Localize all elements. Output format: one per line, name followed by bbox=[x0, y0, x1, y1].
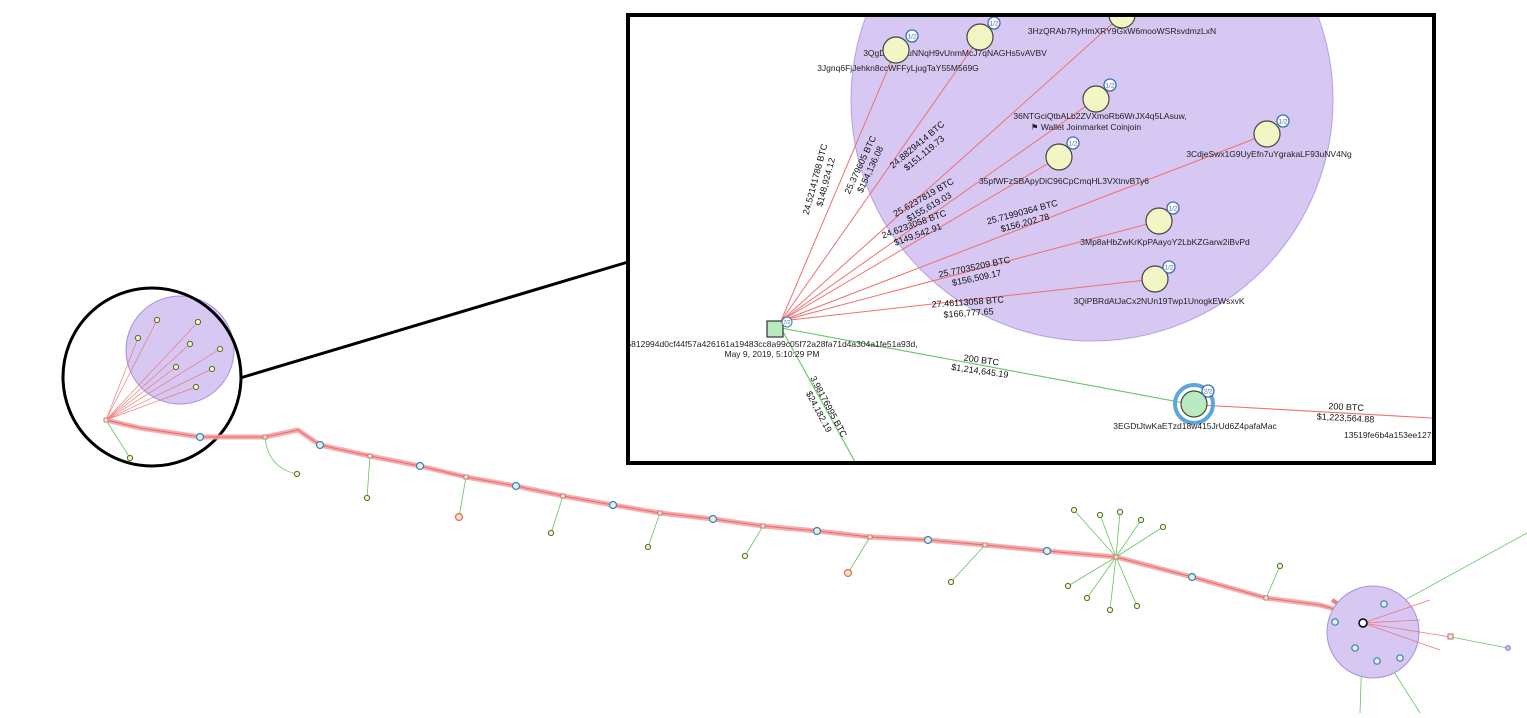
cluster-right-edges bbox=[1362, 599, 1452, 651]
svg-text:3EGDtJtwKaETzd18w415JrUd6Z4paf: 3EGDtJtwKaETzd18w415JrUd6Z4pafaMac bbox=[1113, 421, 1277, 431]
svg-text:1/2: 1/2 bbox=[1105, 83, 1114, 90]
flagged-nodes[interactable] bbox=[454, 512, 853, 578]
svg-text:7/2: 7/2 bbox=[784, 320, 791, 326]
svg-text:1/2: 1/2 bbox=[1168, 206, 1177, 213]
magnifier-circle bbox=[61, 286, 243, 468]
svg-text:2/2: 2/2 bbox=[1203, 389, 1212, 396]
transaction-hash: 5812994d0cf44f57a426161a19483cc8a99c05f7… bbox=[630, 339, 918, 349]
zoom-connector-line bbox=[239, 260, 629, 380]
svg-text:3QiPBRdAtJaCx2NUn19Twp1UnogkEW: 3QiPBRdAtJaCx2NUn19Twp1UnogkEWsxvK bbox=[1073, 296, 1244, 306]
output-node-0[interactable]: 2/2 3EGDtJtwKaETzd18w415JrUd6Z4pafaMac bbox=[1113, 383, 1277, 431]
count-badge bbox=[1162, 260, 1176, 274]
input-node-4[interactable]: 1/2 35pfWFzSBApyDiC96CpCmqHL3VXtnvBTy6 bbox=[979, 136, 1149, 186]
input-node-7[interactable]: 1/2 3QiPBRdAtJaCx2NUn19Twp1UnogkEWsxvK bbox=[1073, 260, 1245, 306]
svg-text:$1,223,564.88: $1,223,564.88 bbox=[1317, 411, 1375, 424]
cluster-right[interactable] bbox=[1326, 585, 1420, 679]
cluster-left-nodes[interactable] bbox=[134, 316, 224, 391]
address-node[interactable] bbox=[1505, 645, 1511, 651]
count-badge bbox=[1066, 136, 1080, 150]
svg-text:36NTGciQtbALb2ZVXmoRb6WrJX4q5L: 36NTGciQtbALb2ZVXmoRb6WrJX4q5LAsuw, bbox=[1013, 111, 1186, 121]
next-edge bbox=[1199, 404, 1432, 419]
output-edges bbox=[780, 327, 1191, 461]
svg-text:3QgDhVRZuNNqH9vUnmMcJ7qNAGHs5v: 3QgDhVRZuNNqH9vUnmMcJ7qNAGHs5vAVBV bbox=[863, 48, 1047, 58]
next-transaction-hash: 13519fe6b4a153ee1273c bbox=[1344, 430, 1432, 440]
chain-tx-nodes[interactable] bbox=[103, 417, 1269, 601]
svg-text:3CdjeSwx1G9UyEfn7uYgrakaLF93uN: 3CdjeSwx1G9UyEfn7uYgrakaLF93uNV4Ng bbox=[1186, 149, 1352, 159]
svg-text:3Jgnq6FjJehkn8ccWFFyLjugTaY55M: 3Jgnq6FjJehkn8ccWFFyLjugTaY55M569G bbox=[817, 63, 979, 73]
svg-text:1/2: 1/2 bbox=[1278, 119, 1287, 126]
svg-text:1/2: 1/2 bbox=[1068, 141, 1077, 148]
input-node-5[interactable]: 1/2 3CdjeSwx1G9UyEfn7uYgrakaLF93uNV4Ng bbox=[1186, 114, 1352, 159]
svg-text:3HzQRAb7RyHmXRY9GxW6mooWSRsvdm: 3HzQRAb7RyHmXRY9GxW6mooWSRsvdmzLxN bbox=[1028, 26, 1216, 36]
output-edge-label-1: 3.98176995 BTC $24,182.19 bbox=[804, 374, 849, 439]
branch-edges bbox=[264, 436, 1527, 714]
count-badge bbox=[781, 316, 793, 328]
chain-address-nodes[interactable] bbox=[195, 432, 1197, 582]
inset-cluster[interactable] bbox=[850, 17, 1334, 342]
transaction-timestamp: May 9, 2019, 5:10:29 PM bbox=[725, 349, 820, 359]
input-node-2[interactable]: 1/2 3Jgnq6FjJehkn8ccWFFyLjugTaY55M569G bbox=[817, 29, 979, 73]
input-node-1[interactable]: 1/2 3QgDhVRZuNNqH9vUnmMcJ7qNAGHs5vAVBV bbox=[863, 17, 1047, 58]
input-edges bbox=[780, 17, 1268, 322]
edge-label-2: 24.52141788 BTC $148,924.12 bbox=[801, 142, 837, 216]
svg-text:200 BTC: 200 BTC bbox=[1328, 401, 1364, 413]
cluster-left-edges bbox=[105, 319, 221, 421]
output-edge-label-0: 200 BTC $1,214,645.19 bbox=[951, 353, 1009, 380]
inset-graph[interactable]: 3HzQRAb7RyHmXRY9GxW6mooWSRsvdmzLxN 1/2 3… bbox=[630, 17, 1432, 461]
green-edge bbox=[105, 419, 131, 459]
svg-text:35pfWFzSBApyDiC96CpCmqHL3VXtnv: 35pfWFzSBApyDiC96CpCmqHL3VXtnvBTy6 bbox=[979, 176, 1149, 186]
svg-text:1/2: 1/2 bbox=[907, 34, 916, 41]
transaction-node[interactable]: 7/2 5812994d0cf44f57a426161a19483cc8a99c… bbox=[630, 316, 918, 359]
cluster-right-nodes[interactable] bbox=[1331, 600, 1404, 665]
svg-text:$166,777.65: $166,777.65 bbox=[943, 306, 994, 319]
count-badge bbox=[1103, 78, 1117, 92]
input-node-3[interactable]: 1/2 36NTGciQtbALb2ZVXmoRb6WrJX4q5LAsuw, … bbox=[1013, 78, 1187, 132]
input-node-0[interactable]: 3HzQRAb7RyHmXRY9GxW6mooWSRsvdmzLxN bbox=[1028, 17, 1216, 36]
svg-text:3Mp8aHbZwKrKpPAayoY2LbKZGarw2i: 3Mp8aHbZwKrKpPAayoY2LbKZGarw2iBvPd bbox=[1080, 237, 1250, 247]
tx-node[interactable] bbox=[1447, 633, 1454, 640]
count-badge bbox=[1276, 114, 1290, 128]
zoom-inset-panel[interactable]: 3HzQRAb7RyHmXRY9GxW6mooWSRsvdmzLxN 1/2 3… bbox=[626, 13, 1436, 465]
svg-text:1/2: 1/2 bbox=[989, 21, 998, 28]
svg-text:200 BTC: 200 BTC bbox=[963, 353, 1000, 368]
count-badge bbox=[987, 17, 1001, 30]
target-node[interactable] bbox=[1358, 618, 1368, 628]
branch-leaf-nodes[interactable] bbox=[293, 470, 1284, 614]
count-badge bbox=[1166, 201, 1180, 215]
cluster-left[interactable] bbox=[125, 295, 235, 405]
input-node-6[interactable]: 1/2 3Mp8aHbZwKrKpPAayoY2LbKZGarw2iBvPd bbox=[1080, 201, 1250, 247]
count-badge bbox=[905, 29, 919, 43]
next-edge-label: 200 BTC $1,223,564.88 bbox=[1317, 401, 1375, 424]
address-node[interactable] bbox=[126, 454, 134, 462]
edge-label-extra: 27.46113058 BTC $166,777.65 bbox=[931, 294, 1004, 319]
svg-text:1/2: 1/2 bbox=[1164, 265, 1173, 272]
count-badge bbox=[1201, 384, 1215, 398]
wallet-tag: ⚑ Wallet Joinmarket Coinjoin bbox=[1031, 122, 1142, 132]
